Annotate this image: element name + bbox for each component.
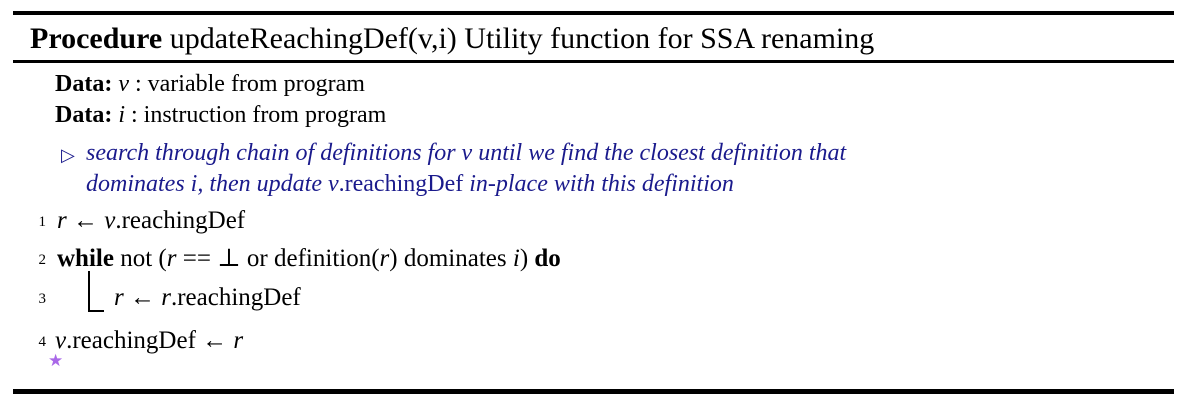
procedure-title-text: updateReachingDef(v,i) Utility function … — [162, 22, 875, 55]
comment-line-2: dominates i, then update v.reachingDef i… — [86, 171, 734, 197]
line-number-3: 3 — [38, 291, 47, 307]
code-line-loop-body: r ← r.reachingDef — [114, 284, 301, 311]
data-declaration-i: Data: i : instruction from program — [55, 102, 387, 128]
line-number-4: 4 — [38, 334, 47, 350]
code-line-while: while not (r == ⊥ or definition(r) domin… — [57, 245, 561, 272]
procedure-keyword: Procedure — [30, 22, 163, 55]
comment-line-1: search through chain of definitions for … — [86, 140, 847, 166]
bottom-rule — [13, 389, 1174, 394]
star-icon: ★ — [48, 351, 64, 371]
code-line-assign-r: r ← v.reachingDef — [57, 207, 246, 234]
code-line-final-assign: v.reachingDef ← r — [55, 327, 244, 354]
while-block-vertical-line — [88, 271, 90, 312]
while-block-end-foot — [88, 310, 104, 312]
data-declaration-v: Data: v : variable from program — [55, 71, 365, 97]
comment-triangle-icon: ▷ — [61, 145, 75, 166]
line-number-1: 1 — [38, 214, 47, 230]
procedure-title: Procedure updateReachingDef(v,i) Utility… — [30, 21, 874, 57]
top-rule — [13, 11, 1174, 15]
line-number-2: 2 — [38, 252, 47, 268]
title-separator-rule — [13, 60, 1174, 63]
